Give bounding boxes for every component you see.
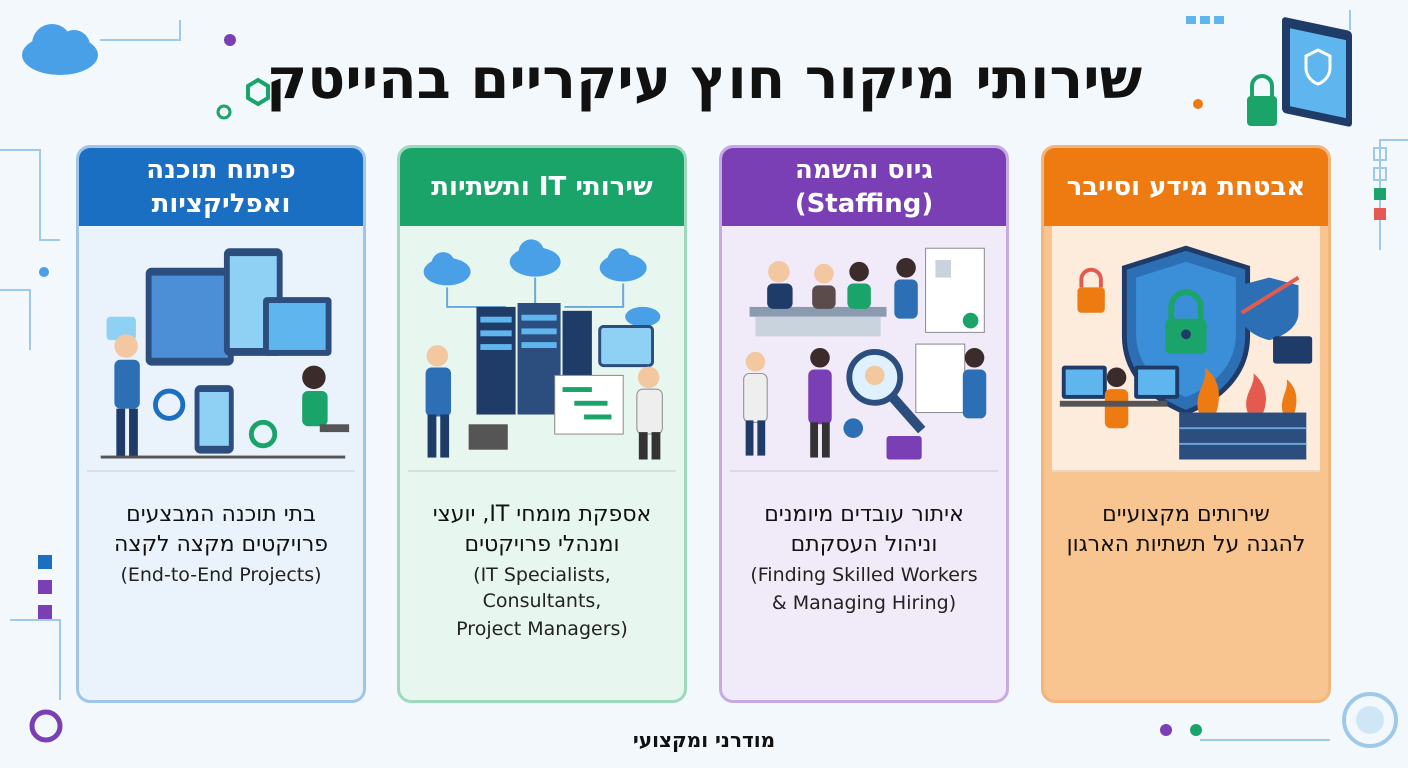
- card-software-development: פיתוח תוכנה ואפליקציות בתי תוכנה המבצעים: [76, 145, 366, 703]
- card-description-line-2: פרויקטים מקצה לקצה: [114, 532, 328, 557]
- card-description-line-2: ומנהלי פרויקטים: [464, 532, 620, 557]
- card-staffing: גיוס והשמה (Staffing) איתור עובדים מי: [719, 145, 1009, 703]
- cloud-icon: [22, 24, 98, 75]
- card-english-line-2: & Managing Hiring): [771, 592, 957, 614]
- card-header: פיתוח תוכנה ואפליקציות: [79, 148, 363, 226]
- card-description-line-1: שירותים מקצועיים: [1102, 502, 1270, 527]
- page-title: שירותי מיקור חוץ עיקריים בהייטק: [265, 47, 1143, 112]
- footer-caption: מודרני ומקצועי: [632, 728, 776, 752]
- card-header: אבטחת מידע וסייבר: [1044, 148, 1328, 226]
- padlock-icon: [1247, 74, 1277, 126]
- card-english-line-1: (IT Specialists, Consultants,: [473, 564, 611, 612]
- card-description-line-1: אספקת מומחי IT, יועצי: [432, 502, 652, 527]
- cyber-security-illustration: [1052, 226, 1320, 472]
- staffing-illustration: [730, 226, 998, 472]
- card-description-line-2: וניהול העסקתם: [790, 532, 938, 557]
- card-english-line-1: (Finding Skilled Workers: [750, 564, 978, 586]
- card-description-line-1: בתי תוכנה המבצעים: [126, 502, 316, 527]
- it-infrastructure-illustration: [408, 226, 676, 472]
- card-cyber-security: אבטחת מידע וסייבר שירות: [1041, 145, 1331, 703]
- software-development-illustration: [87, 226, 355, 472]
- card-it-infrastructure: שירותי IT ותשתיות: [397, 145, 687, 703]
- card-header: שירותי IT ותשתיות: [400, 148, 684, 226]
- card-header: גיוס והשמה (Staffing): [722, 148, 1006, 226]
- card-description-line-1: איתור עובדים מיומנים: [764, 502, 964, 527]
- shield-monitor-icon: [1282, 17, 1352, 127]
- card-english-line-1: (End-to-End Projects): [120, 564, 322, 586]
- card-description-line-2: להגנה על תשתיות הארגון: [1066, 532, 1306, 557]
- card-english-line-2: Project Managers): [456, 618, 628, 640]
